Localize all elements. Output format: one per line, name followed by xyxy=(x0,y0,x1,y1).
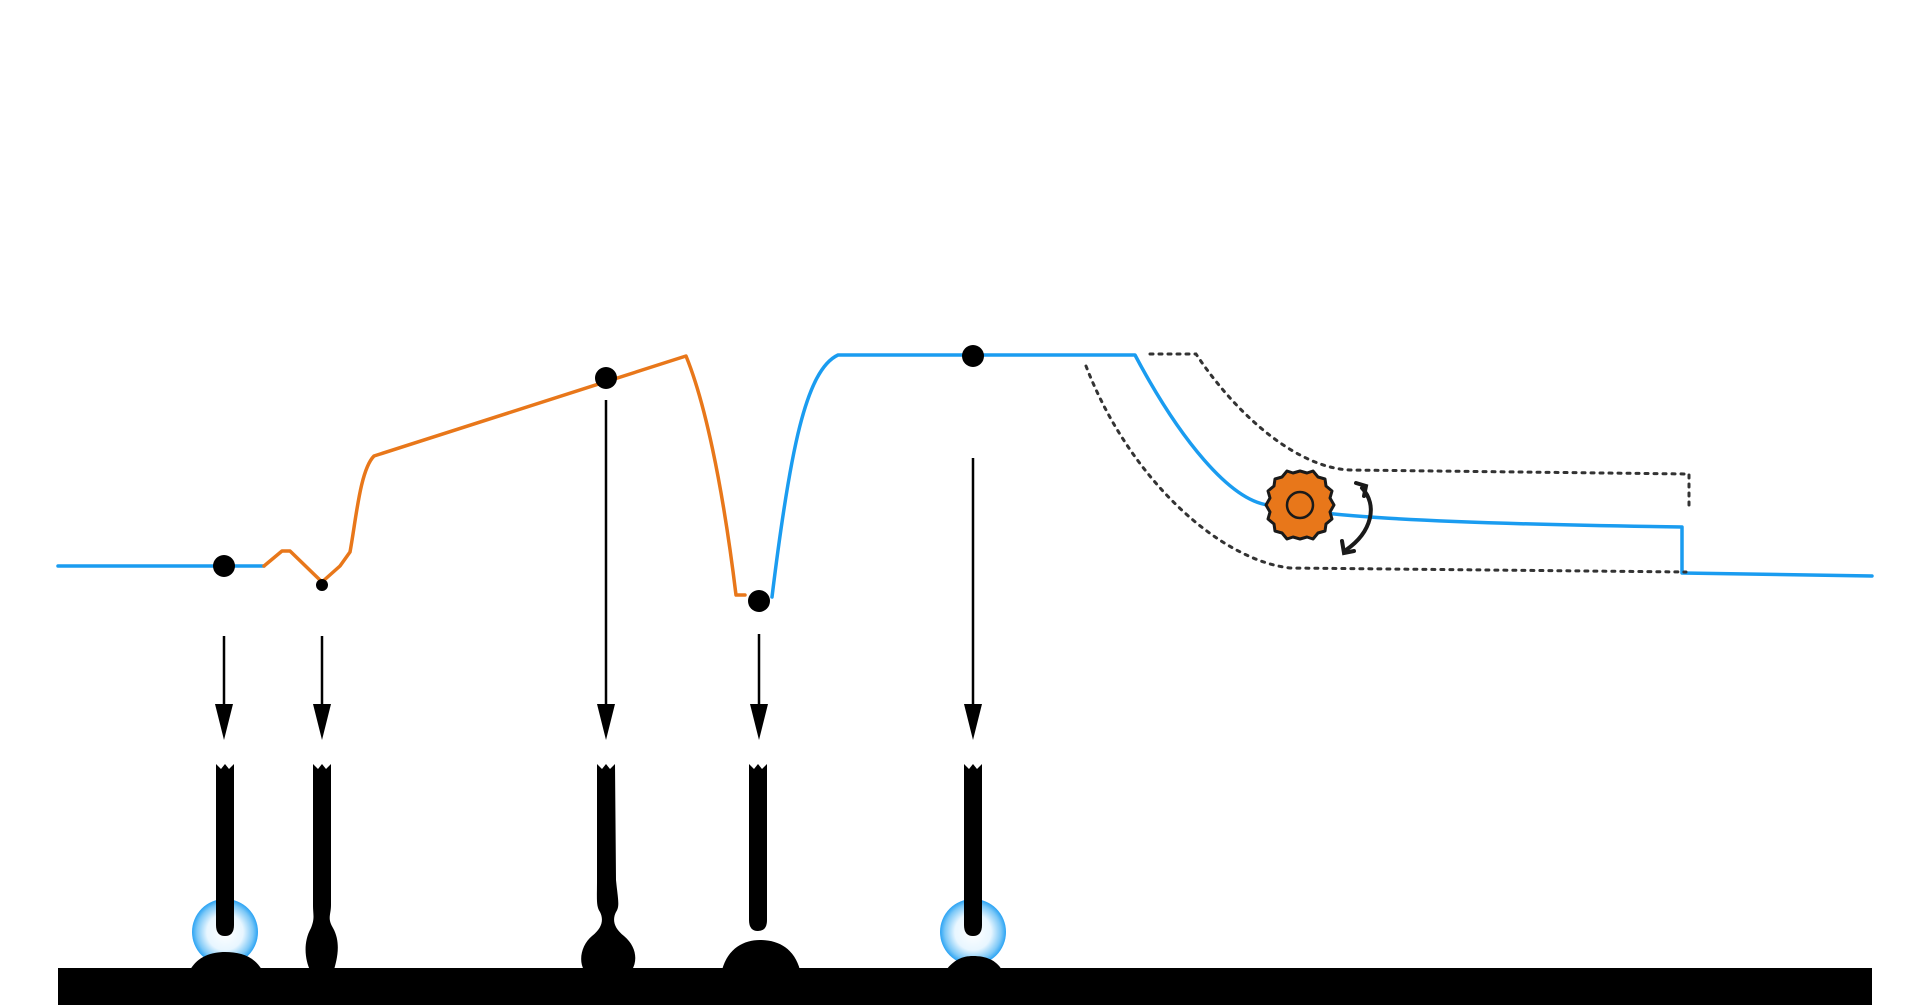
arrow-neck xyxy=(597,400,615,740)
stage-marker-rupture xyxy=(748,590,770,612)
electrode-reignition xyxy=(964,764,982,936)
droplet-rupture xyxy=(722,940,800,970)
stage-marker-short-circuit-start xyxy=(316,579,328,591)
arrow-arc-phase xyxy=(215,636,233,740)
weld-bead-reignition xyxy=(946,956,1002,970)
weld-beads xyxy=(190,952,1002,970)
weld-bead-arc-phase xyxy=(190,952,262,970)
electrode-arc-phase xyxy=(216,764,234,936)
stage-marker-reignition xyxy=(962,345,984,367)
electrodes xyxy=(216,764,982,970)
envelope-lower-bound xyxy=(1084,364,1688,574)
stage-marker-neck xyxy=(595,367,617,389)
curved-double-arrow-icon xyxy=(1340,481,1373,556)
adjustment-knob-icon xyxy=(1264,469,1336,541)
stage-arrows xyxy=(215,400,982,740)
arrow-reignition xyxy=(964,458,982,740)
electrode-short-circuit-start xyxy=(305,764,338,970)
workpiece-plate xyxy=(58,968,1872,1005)
adjustment-range-envelope xyxy=(1084,352,1691,574)
waveform xyxy=(56,353,1874,599)
electrode-neck xyxy=(581,764,636,970)
arrow-rupture xyxy=(750,634,768,740)
knob-center xyxy=(1285,490,1315,520)
envelope-upper-bound xyxy=(1148,352,1691,512)
knob-body xyxy=(1264,469,1336,541)
waveform-short-circuit-segment xyxy=(262,354,747,597)
waveform-reignition-segment xyxy=(770,353,1874,599)
stage-marker-arc-phase xyxy=(213,555,235,577)
arrow-short-circuit-start xyxy=(313,636,331,740)
electrode-rupture xyxy=(749,764,767,931)
stage-markers xyxy=(213,345,984,612)
